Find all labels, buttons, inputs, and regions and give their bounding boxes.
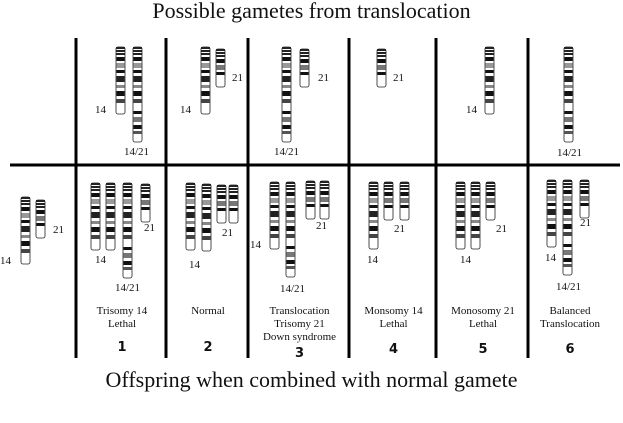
offspring-6-chromosome-14 [546, 179, 557, 248]
offspring-3-chromosome-1421 [285, 181, 296, 278]
offspring-2-chromosome-14b [201, 183, 212, 252]
offspring-4-chromosome-21a [383, 181, 394, 221]
bottom-title: Offspring when combined with normal game… [105, 367, 518, 392]
gamete-2-chromosome-21 [215, 48, 226, 88]
offspring-2-label-21: 21 [222, 227, 233, 239]
chromosomes-layer [20, 46, 590, 279]
offspring-5-chromosome-14a [455, 181, 466, 250]
offspring-3-label-14: 14 [250, 239, 261, 251]
gamete-3-chromosome-21 [299, 48, 310, 88]
gamete-6-label-1421: 14/21 [557, 147, 583, 159]
offspring-2-chromosome-21b [228, 184, 239, 224]
gamete-5-chromosome-14 [484, 46, 495, 115]
gamete-3-label-21: 21 [318, 72, 329, 84]
gamete-3-label-1421: 14/21 [274, 146, 300, 158]
offspring-2-caption: Normal [191, 305, 225, 317]
offspring-1-number: 1 [117, 340, 127, 355]
gamete-1-label-14: 14 [95, 104, 106, 116]
offspring-3-label-21: 21 [316, 220, 327, 232]
offspring-3-chromosome-14 [269, 181, 280, 250]
gamete-4-label-21: 21 [393, 72, 404, 84]
offspring-3-chromosome-21a [305, 180, 316, 220]
offspring-2-number: 2 [203, 340, 213, 355]
gamete-2-label-14: 14 [180, 104, 191, 116]
gamete-3-chromosome-1421 [281, 46, 292, 143]
offspring-1-label-1421: 14/21 [115, 282, 141, 294]
normal-chromosome-14 [20, 196, 31, 265]
normal-label-14: 14 [0, 255, 11, 267]
offspring-5-chromosome-14b [470, 181, 481, 250]
offspring-6-chromosome-1421 [562, 179, 573, 276]
gamete-1-chromosome-1421 [132, 46, 143, 143]
offspring-6-label-14: 14 [545, 252, 556, 264]
gamete-2-chromosome-14 [200, 46, 211, 115]
gamete-6-chromosome-1421 [563, 46, 574, 143]
top-title: Possible gametes from translocation [152, 0, 471, 23]
offspring-2-chromosome-21a [216, 184, 227, 224]
offspring-4-label-14: 14 [367, 254, 378, 266]
offspring-5-label-21: 21 [496, 223, 507, 235]
offspring-6-number: 6 [565, 342, 575, 357]
normal-label-21: 21 [53, 224, 64, 236]
offspring-6-label-21: 21 [580, 217, 591, 229]
gamete-2-label-21: 21 [232, 72, 243, 84]
offspring-5-label-14: 14 [460, 254, 471, 266]
offspring-1-chromosome-1421 [122, 182, 133, 279]
offspring-1-label-21: 21 [144, 222, 155, 234]
offspring-2-label-14: 14 [189, 259, 200, 271]
offspring-4-label-21: 21 [394, 223, 405, 235]
offspring-1-chromosome-21 [140, 183, 151, 223]
offspring-4-chromosome-21b [399, 181, 410, 221]
gamete-4-chromosome-21 [376, 48, 387, 88]
offspring-4-chromosome-14 [368, 181, 379, 250]
gamete-1-label-1421: 14/21 [124, 146, 150, 158]
offspring-5-chromosome-21 [485, 181, 496, 221]
offspring-3-label-1421: 14/21 [280, 283, 306, 295]
gamete-5-label-14: 14 [466, 104, 477, 116]
offspring-1-chromosome-14b [105, 182, 116, 251]
normal-chromosome-21 [35, 199, 46, 239]
offspring-5-number: 5 [478, 342, 488, 357]
offspring-6-label-1421: 14/21 [556, 281, 582, 293]
offspring-1-label-14: 14 [95, 254, 106, 266]
gamete-1-chromosome-14 [115, 46, 126, 115]
offspring-6-chromosome-21 [579, 179, 590, 219]
offspring-1-chromosome-14a [90, 182, 101, 251]
offspring-4-number: 4 [388, 342, 399, 357]
offspring-3-chromosome-21b [319, 180, 330, 220]
offspring-2-chromosome-14a [185, 182, 196, 251]
offspring-3-number: 3 [294, 346, 305, 361]
